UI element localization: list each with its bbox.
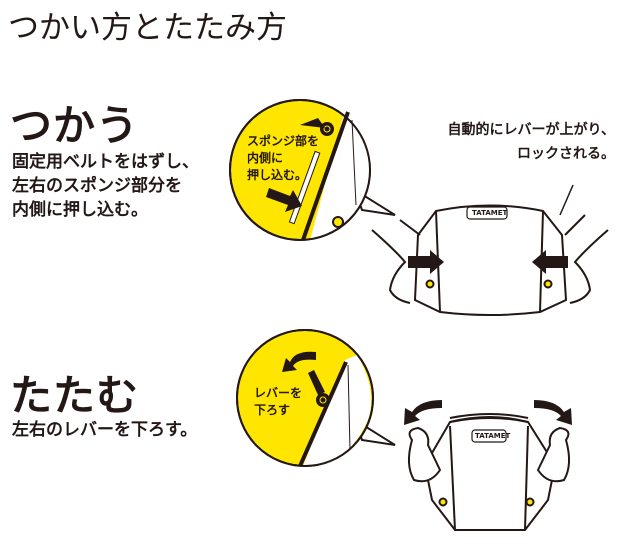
rotate-right-arrow-icon xyxy=(534,400,572,425)
device-folding xyxy=(408,413,570,531)
arrow-right-icon xyxy=(408,250,444,274)
step2-callout-label: レバーを 下ろす xyxy=(254,385,302,419)
desc-line: 内側に押し込む。 xyxy=(12,200,148,220)
device-open xyxy=(371,204,609,316)
callout-zoom-lever xyxy=(236,329,396,467)
desc-line: 左右のスポンジ部分を xyxy=(12,176,182,196)
callout-line: 押し込む。 xyxy=(247,168,308,182)
brand-plate xyxy=(466,206,508,220)
desc-line: 固定用ベルトをはずし、 xyxy=(12,152,199,172)
step1-callout-label: スポンジ部を 内側に 押し込む。 xyxy=(247,133,319,184)
note-line: 自動的にレバーが上がり、 xyxy=(447,122,615,138)
callout-line: レバーを xyxy=(254,386,303,400)
arrow-left-icon xyxy=(532,250,568,274)
step1-description: 固定用ベルトをはずし、 左右のスポンジ部分を 内側に押し込む。 xyxy=(12,150,199,222)
step1-note: 自動的にレバーが上がり、 ロックされる。 xyxy=(448,118,615,166)
callout-line: 内側に xyxy=(247,151,284,165)
rotate-arrow-icon xyxy=(282,351,316,372)
step1-heading: つかう xyxy=(10,101,140,150)
brand-label: TATAMET xyxy=(472,209,508,217)
brand-plate xyxy=(471,429,507,443)
callout-line: 下ろす xyxy=(254,403,291,417)
page-title: つかい方とたたみ方 xyxy=(8,10,287,46)
rotate-left-arrow-icon xyxy=(404,400,442,425)
push-arrow-icon xyxy=(266,188,302,212)
callout-zoom-sponge xyxy=(229,99,396,241)
pointer-line xyxy=(559,184,574,216)
step2-description: 左右のレバーを下ろす。 xyxy=(12,418,197,442)
callout-line: スポンジ部を xyxy=(247,134,320,148)
step2-heading: たたむ xyxy=(10,371,140,420)
desc-line: 左右のレバーを下ろす。 xyxy=(12,420,198,440)
note-line: ロックされる。 xyxy=(517,146,615,162)
brand-label: TATAMET xyxy=(475,432,511,440)
